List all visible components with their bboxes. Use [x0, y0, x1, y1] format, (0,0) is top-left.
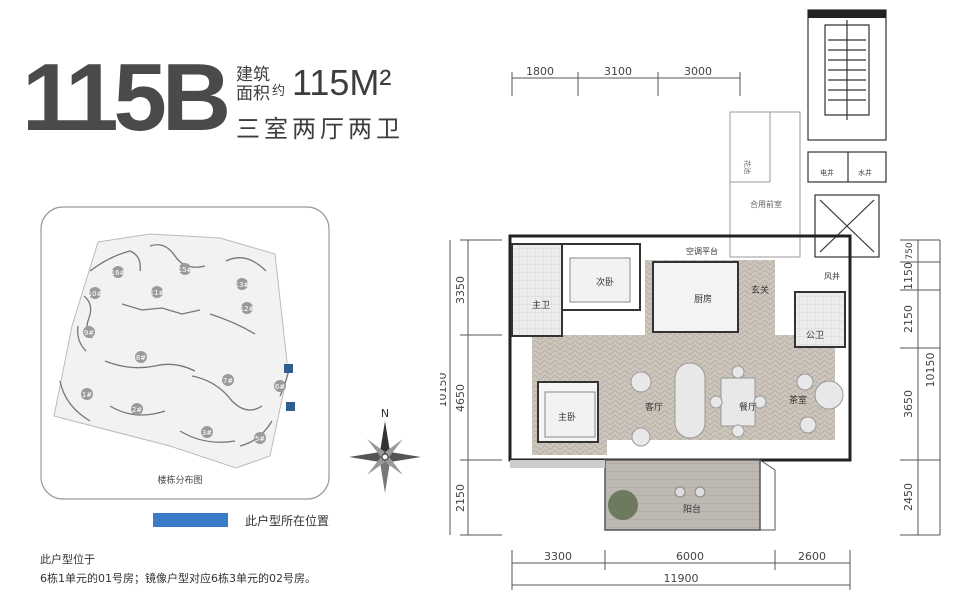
dim-top: 1800: [526, 65, 554, 78]
room-label: 花池: [743, 160, 752, 174]
legend-swatch: [153, 513, 228, 527]
room-label: 客厅: [645, 401, 663, 413]
building-label: 5#: [255, 435, 265, 443]
dim-top: 3100: [604, 65, 632, 78]
room-label: 风井: [824, 271, 840, 281]
area-label-line1: 建筑: [236, 65, 270, 85]
north-label: N: [381, 407, 389, 420]
dim-right-total: 10150: [924, 353, 937, 388]
room-label: 合用前室: [750, 199, 782, 209]
room-label: 玄关: [751, 284, 769, 296]
unit-model-title: 115B: [22, 44, 231, 151]
building-label: 10#: [88, 290, 103, 298]
unit-area: 115M²: [292, 62, 392, 103]
room-label: 餐厅: [739, 401, 757, 413]
building-label: 1#: [82, 391, 92, 399]
building-label: 16#: [111, 269, 126, 277]
building-label: 15#: [178, 266, 193, 274]
room-label: 空调平台: [686, 246, 718, 256]
location-note-line1: 此户型位于: [40, 553, 95, 566]
building-label: 2#: [132, 406, 142, 414]
dim-bottom-total: 11900: [664, 572, 699, 585]
site-plan: 16# 15# 13# 10# 11# 12# 9# 8# 7# 6# 1# 2…: [40, 206, 330, 500]
location-note-line2: 6栋1单元的01号房；镜像户型对应6栋3单元的02号房。: [40, 572, 316, 585]
building-label: 11#: [150, 289, 165, 297]
building-label: 13#: [235, 281, 250, 289]
dim-left: 2150: [454, 484, 467, 512]
dim-right: 2150: [902, 305, 915, 333]
dim-bottom: 6000: [676, 550, 704, 563]
room-label: 水井: [858, 168, 872, 177]
dim-right: 2450: [902, 483, 915, 511]
room-label: 阳台: [683, 503, 701, 515]
area-approx: 约: [272, 84, 286, 99]
dim-bottom: 2600: [798, 550, 826, 563]
site-plan-caption: 楼栋分布图: [157, 474, 202, 486]
floor-plan: 1800 3100 3000 电井 水井 花池 合用前室: [440, 9, 941, 590]
room-label: 主卫: [532, 299, 550, 311]
room-label: 电井: [820, 168, 834, 177]
room-label: 主卧: [558, 411, 576, 423]
legend-label: 此户型所在位置: [245, 514, 330, 528]
dim-left: 3350: [454, 276, 467, 304]
room-label: 公卫: [806, 330, 824, 341]
building-label: 6#: [275, 383, 285, 391]
compass-rose-icon: N: [349, 407, 421, 493]
dim-left-total: 10150: [440, 373, 449, 408]
building-label: 9#: [84, 329, 94, 337]
building-label: 7#: [223, 377, 233, 385]
dim-right: 750: [905, 242, 915, 259]
dim-left: 4650: [454, 384, 467, 412]
highlighted-unit: [284, 364, 293, 373]
building-label: 3#: [202, 429, 212, 437]
area-label-line2: 面积: [236, 84, 270, 104]
dim-right: 1150: [902, 262, 915, 290]
room-label: 厨房: [694, 293, 712, 305]
building-label: 8#: [136, 354, 146, 362]
dim-right: 3650: [902, 390, 915, 418]
room-summary: 三室两厅两卫: [236, 115, 404, 143]
room-label: 茶室: [789, 394, 807, 406]
highlighted-unit: [286, 402, 295, 411]
room-label: 次卧: [596, 276, 614, 288]
dim-bottom: 3300: [544, 550, 572, 563]
dim-top: 3000: [684, 65, 712, 78]
building-label: 12#: [240, 305, 255, 313]
